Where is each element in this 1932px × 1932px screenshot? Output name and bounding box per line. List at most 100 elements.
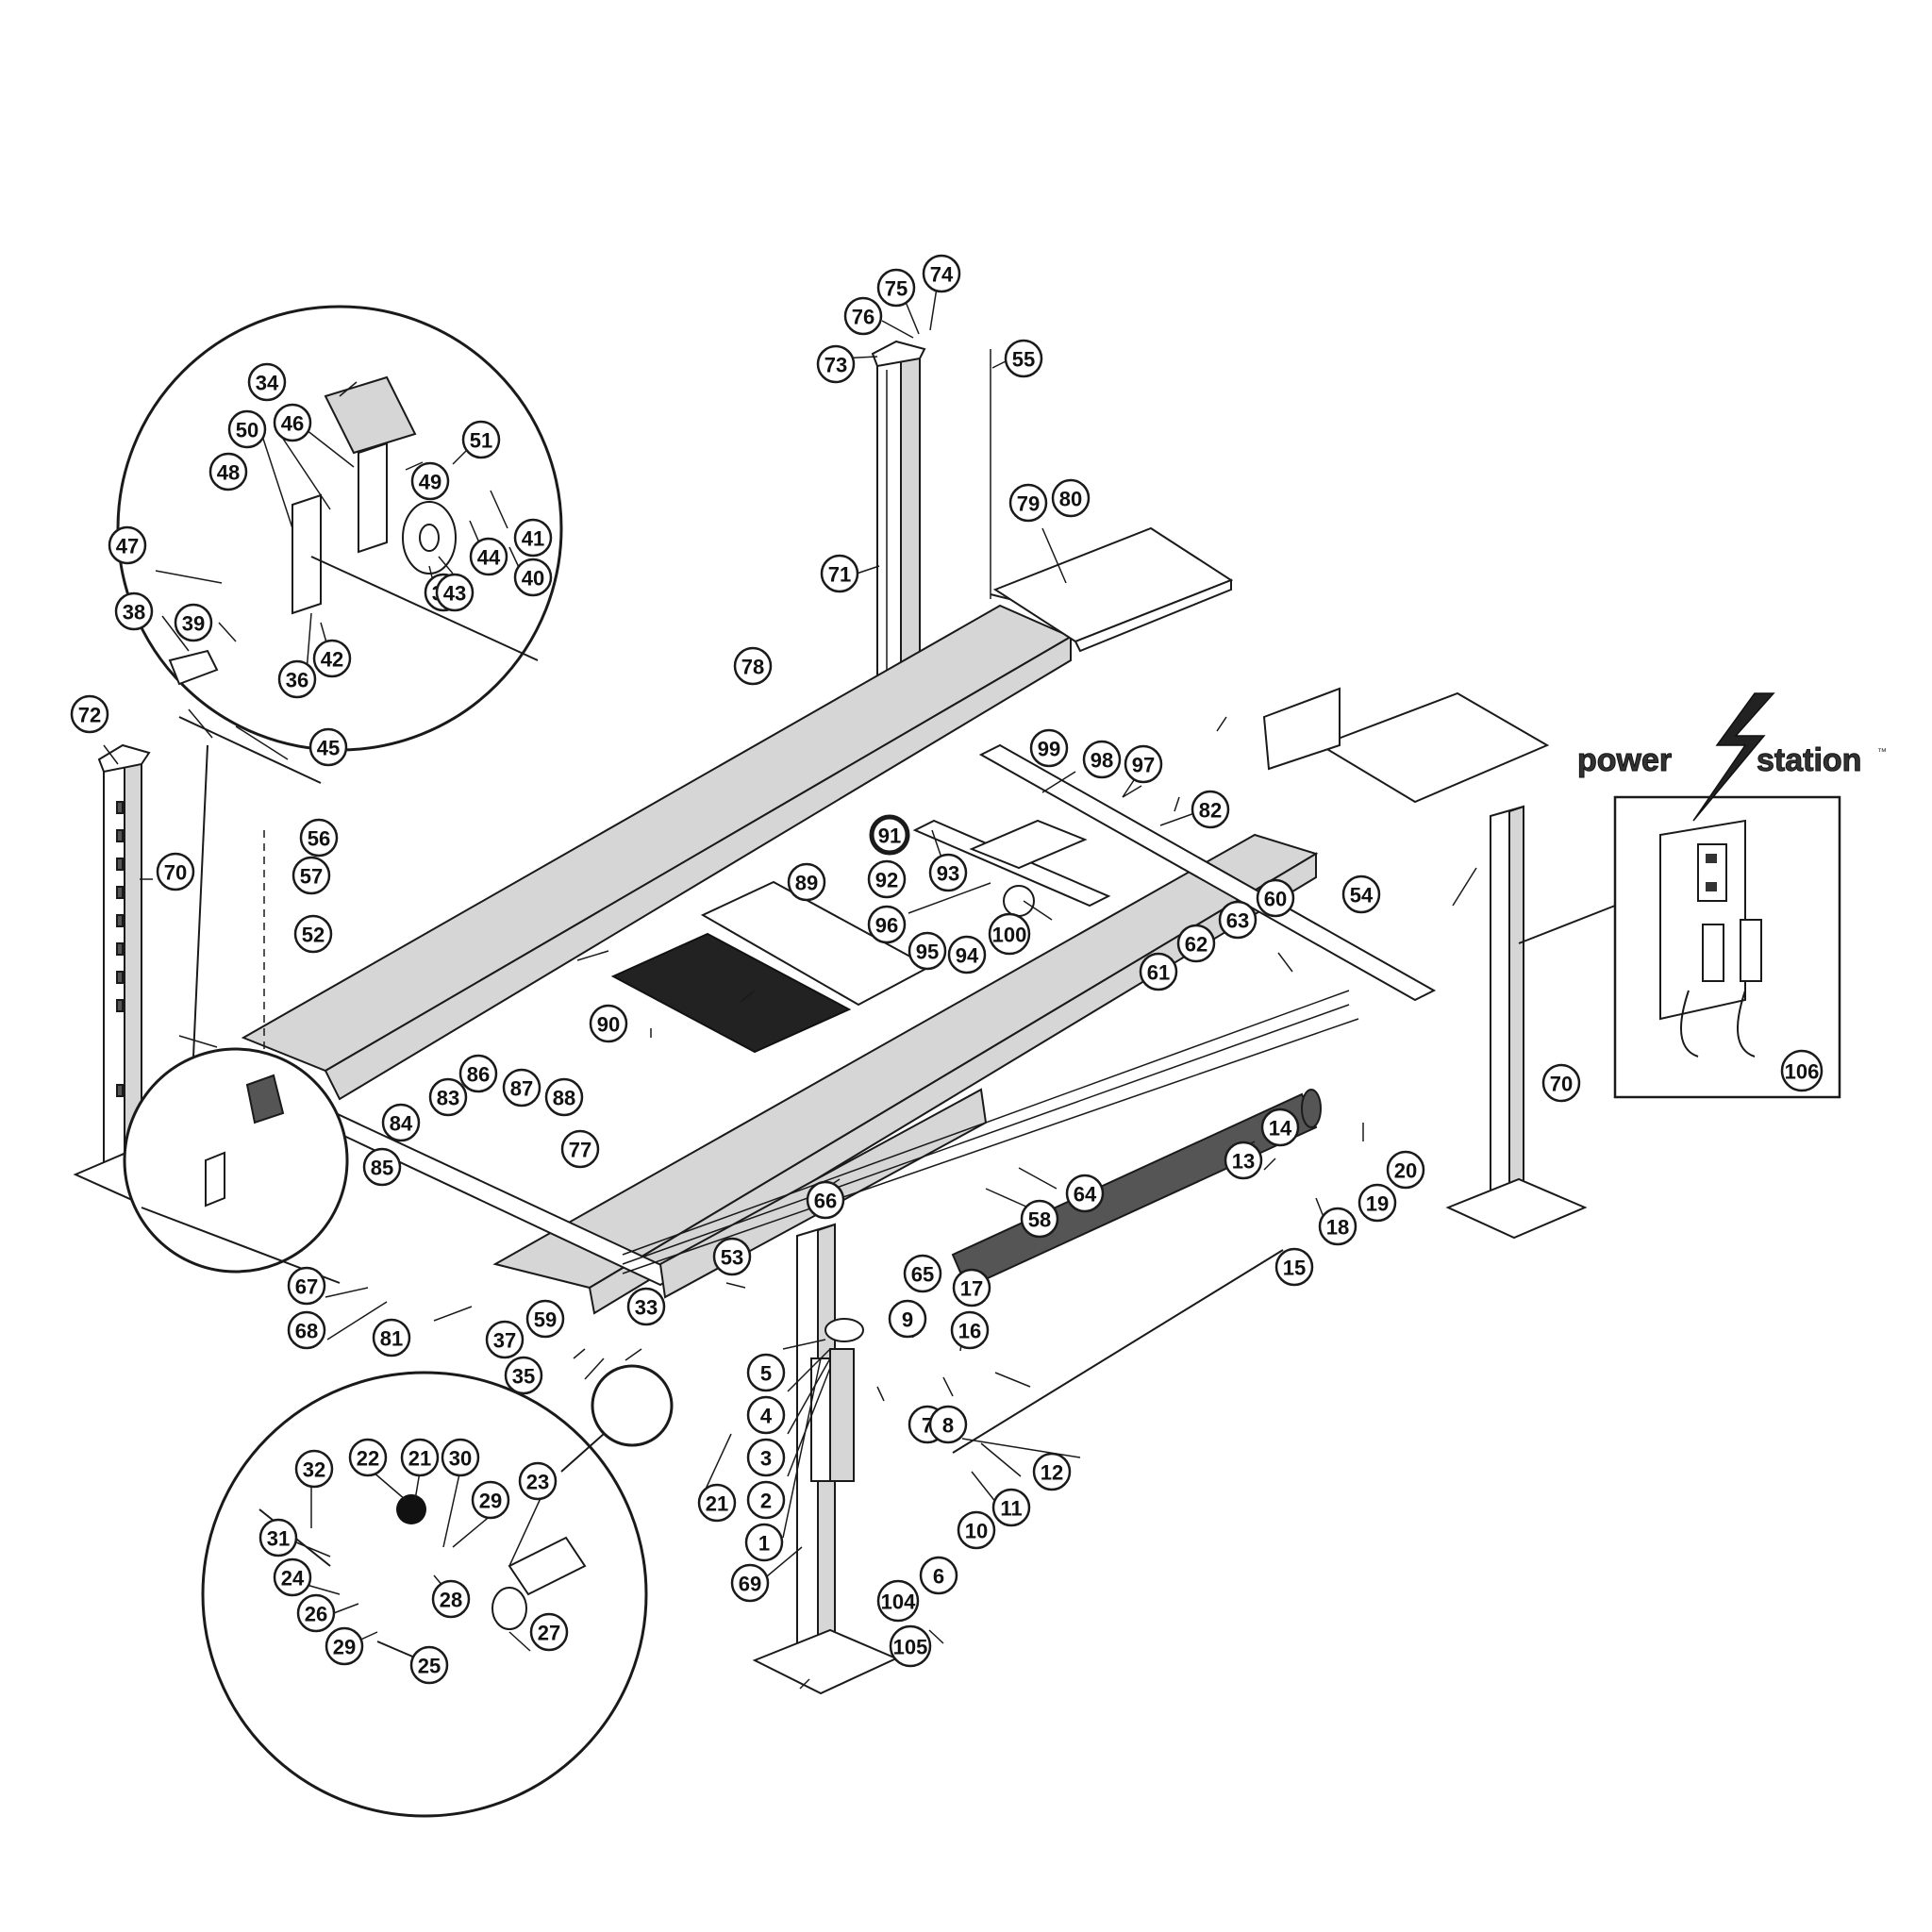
jack-91-93 bbox=[912, 819, 1111, 917]
runway-77 bbox=[492, 833, 1319, 1315]
callout-11: 11 bbox=[991, 1488, 1031, 1527]
callout-label: 88 bbox=[553, 1087, 575, 1110]
callout-circle bbox=[806, 1180, 845, 1220]
callout-label: 55 bbox=[1012, 348, 1035, 372]
callout-43: 43 bbox=[435, 573, 475, 612]
callout-label: 40 bbox=[522, 567, 544, 591]
rod-12 bbox=[952, 1249, 1284, 1454]
callout-66: 66 bbox=[806, 1180, 845, 1220]
callout-circle bbox=[867, 859, 907, 899]
callout-circle bbox=[431, 1579, 471, 1619]
callout-70b: 70 bbox=[1541, 1063, 1581, 1103]
callout-circle bbox=[1004, 339, 1043, 378]
callout-53: 53 bbox=[712, 1237, 752, 1276]
callout-9: 9 bbox=[888, 1299, 927, 1339]
callout-82: 82 bbox=[1191, 790, 1230, 829]
callout-30: 30 bbox=[441, 1438, 480, 1477]
callout-21a: 21 bbox=[697, 1483, 737, 1523]
callout-label: 82 bbox=[1199, 799, 1222, 823]
callout-label: 27 bbox=[538, 1622, 560, 1645]
callout-29a: 29 bbox=[471, 1480, 510, 1520]
callout-circle bbox=[876, 1579, 920, 1623]
callout-label: 37 bbox=[493, 1329, 516, 1353]
callout-label: 20 bbox=[1394, 1159, 1417, 1183]
callout-label: 25 bbox=[418, 1655, 441, 1678]
callout-68: 68 bbox=[287, 1310, 326, 1350]
callout-92: 92 bbox=[867, 859, 907, 899]
callout-circle bbox=[247, 362, 287, 402]
callout-label: 22 bbox=[357, 1447, 379, 1471]
callout-circle bbox=[400, 1438, 440, 1477]
callout-circle bbox=[308, 727, 348, 767]
callout-21b: 21 bbox=[400, 1438, 440, 1477]
callout-circle bbox=[409, 1645, 449, 1685]
callout-label: 100 bbox=[992, 924, 1027, 947]
callout-circle bbox=[1032, 1452, 1072, 1491]
callout-85: 85 bbox=[362, 1147, 402, 1187]
callout-circle bbox=[381, 1103, 421, 1142]
callout-label: 72 bbox=[78, 704, 101, 727]
callout-circle bbox=[589, 1004, 628, 1043]
runway-78 bbox=[241, 593, 1074, 1101]
callout-86: 86 bbox=[458, 1054, 498, 1093]
callout-29b: 29 bbox=[325, 1626, 364, 1666]
callout-circle bbox=[1008, 483, 1048, 523]
lightning-bolt-icon bbox=[1692, 692, 1775, 822]
callout-circle bbox=[744, 1523, 784, 1562]
callout-47: 47 bbox=[108, 525, 147, 565]
callout-label: 16 bbox=[958, 1320, 981, 1343]
power-station-inset bbox=[1518, 795, 1841, 1099]
callout-circle bbox=[1260, 1108, 1300, 1147]
callout-label: 14 bbox=[1269, 1117, 1292, 1141]
callout-label: 87 bbox=[510, 1077, 533, 1101]
callout-circle bbox=[156, 852, 195, 891]
callout-circle bbox=[294, 1449, 334, 1489]
callout-2: 2 bbox=[746, 1480, 786, 1520]
callout-64: 64 bbox=[1065, 1174, 1105, 1213]
callout-94: 94 bbox=[947, 935, 987, 974]
callout-label: 59 bbox=[534, 1308, 557, 1332]
callout-label: 62 bbox=[1185, 933, 1208, 957]
callout-44: 44 bbox=[469, 537, 508, 576]
callout-label: 70 bbox=[164, 861, 187, 885]
callout-56: 56 bbox=[299, 818, 339, 858]
callout-circle bbox=[1176, 924, 1216, 963]
callout-circle bbox=[843, 296, 883, 336]
callout-label: 57 bbox=[300, 865, 323, 889]
callout-label: 83 bbox=[437, 1087, 459, 1110]
callout-60: 60 bbox=[1256, 878, 1295, 918]
callout-50: 50 bbox=[227, 409, 267, 449]
callout-18: 18 bbox=[1318, 1207, 1357, 1246]
callout-label: 9 bbox=[902, 1308, 913, 1332]
callout-circle bbox=[988, 912, 1031, 956]
callout-label: 69 bbox=[739, 1573, 761, 1596]
callout-76: 76 bbox=[843, 296, 883, 336]
callout-circle bbox=[1139, 952, 1178, 991]
callout-label: 81 bbox=[380, 1327, 403, 1351]
callout-99: 99 bbox=[1029, 728, 1069, 768]
callout-label: 80 bbox=[1059, 488, 1082, 511]
callout-74: 74 bbox=[922, 254, 961, 293]
callout-circle bbox=[293, 914, 333, 954]
callout-93: 93 bbox=[928, 853, 968, 892]
callout-51: 51 bbox=[461, 420, 501, 459]
callout-circle bbox=[513, 518, 553, 558]
callout-circle bbox=[372, 1318, 411, 1357]
callout-label: 73 bbox=[824, 354, 847, 377]
callout-circle bbox=[1341, 874, 1381, 914]
callout-circle bbox=[746, 1395, 786, 1435]
cables-64 bbox=[622, 990, 1359, 1274]
callout-circle bbox=[296, 1593, 336, 1633]
callout-circle bbox=[947, 935, 987, 974]
callout-label: 92 bbox=[875, 869, 898, 892]
callout-25: 25 bbox=[409, 1645, 449, 1685]
callout-label: 106 bbox=[1785, 1060, 1820, 1084]
callout-54: 54 bbox=[1341, 874, 1381, 914]
callout-circle bbox=[529, 1612, 569, 1652]
callout-circle bbox=[903, 1254, 942, 1293]
callout-label: 38 bbox=[123, 601, 145, 625]
callout-label: 67 bbox=[295, 1275, 318, 1299]
callout-circle bbox=[1218, 900, 1257, 940]
